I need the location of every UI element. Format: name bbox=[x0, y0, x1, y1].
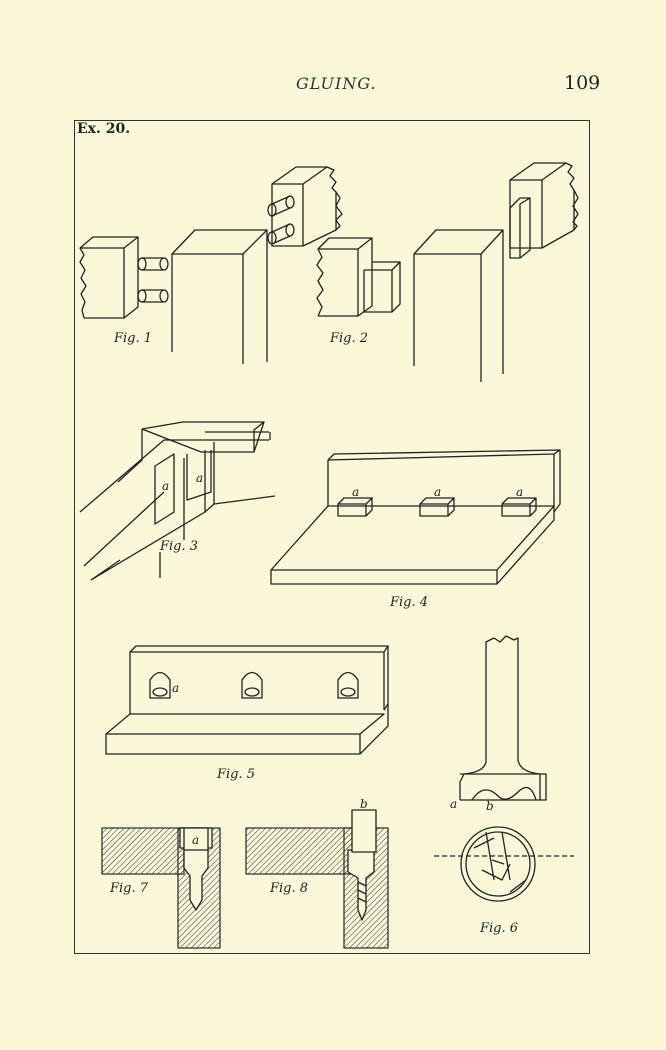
fig6-caption: Fig. 6 bbox=[479, 921, 518, 936]
fig4-label-a-1: a bbox=[352, 485, 359, 499]
running-head: GLUING. 109 bbox=[0, 72, 666, 98]
fig6-drawing bbox=[434, 635, 574, 902]
fig1-drawing bbox=[79, 166, 343, 364]
page-number: 109 bbox=[564, 72, 601, 94]
fig1-caption: Fig. 1 bbox=[113, 331, 152, 346]
fig3-drawing bbox=[79, 421, 276, 581]
illustration-plate: Ex. 20. bbox=[74, 120, 590, 954]
fig5-caption: Fig. 5 bbox=[216, 767, 255, 782]
fig6-label-b: b bbox=[486, 799, 494, 813]
plate-border bbox=[74, 120, 590, 954]
exercise-label: Ex. 20. bbox=[77, 121, 131, 137]
fig4-label-a-2: a bbox=[434, 485, 441, 499]
fig3-label-a-left: a bbox=[162, 479, 169, 493]
fig7-drawing bbox=[101, 827, 221, 949]
fig5-label-a: a bbox=[172, 681, 179, 695]
fig4-drawing bbox=[270, 449, 561, 585]
fig3-label-a-right: a bbox=[196, 471, 203, 485]
fig4-label-a-3: a bbox=[516, 485, 523, 499]
fig3-caption: Fig. 3 bbox=[159, 539, 198, 554]
fig4-caption: Fig. 4 bbox=[389, 595, 428, 610]
fig6-label-a: a bbox=[450, 797, 457, 811]
running-title: GLUING. bbox=[296, 74, 377, 93]
fig8-label-b: b bbox=[360, 797, 368, 811]
fig7-label-a: a bbox=[192, 833, 199, 847]
fig2-caption: Fig. 2 bbox=[329, 331, 368, 346]
fig7-caption: Fig. 7 bbox=[109, 881, 149, 896]
fig8-drawing bbox=[245, 809, 389, 949]
plate-drawings: Fig. 1 Fig. 2 Fig. 3 Fig. 4 Fig. 5 Fig. … bbox=[79, 162, 579, 949]
fig5-drawing bbox=[105, 645, 389, 755]
fig8-caption: Fig. 8 bbox=[269, 881, 308, 896]
fig2-drawing bbox=[316, 162, 579, 382]
